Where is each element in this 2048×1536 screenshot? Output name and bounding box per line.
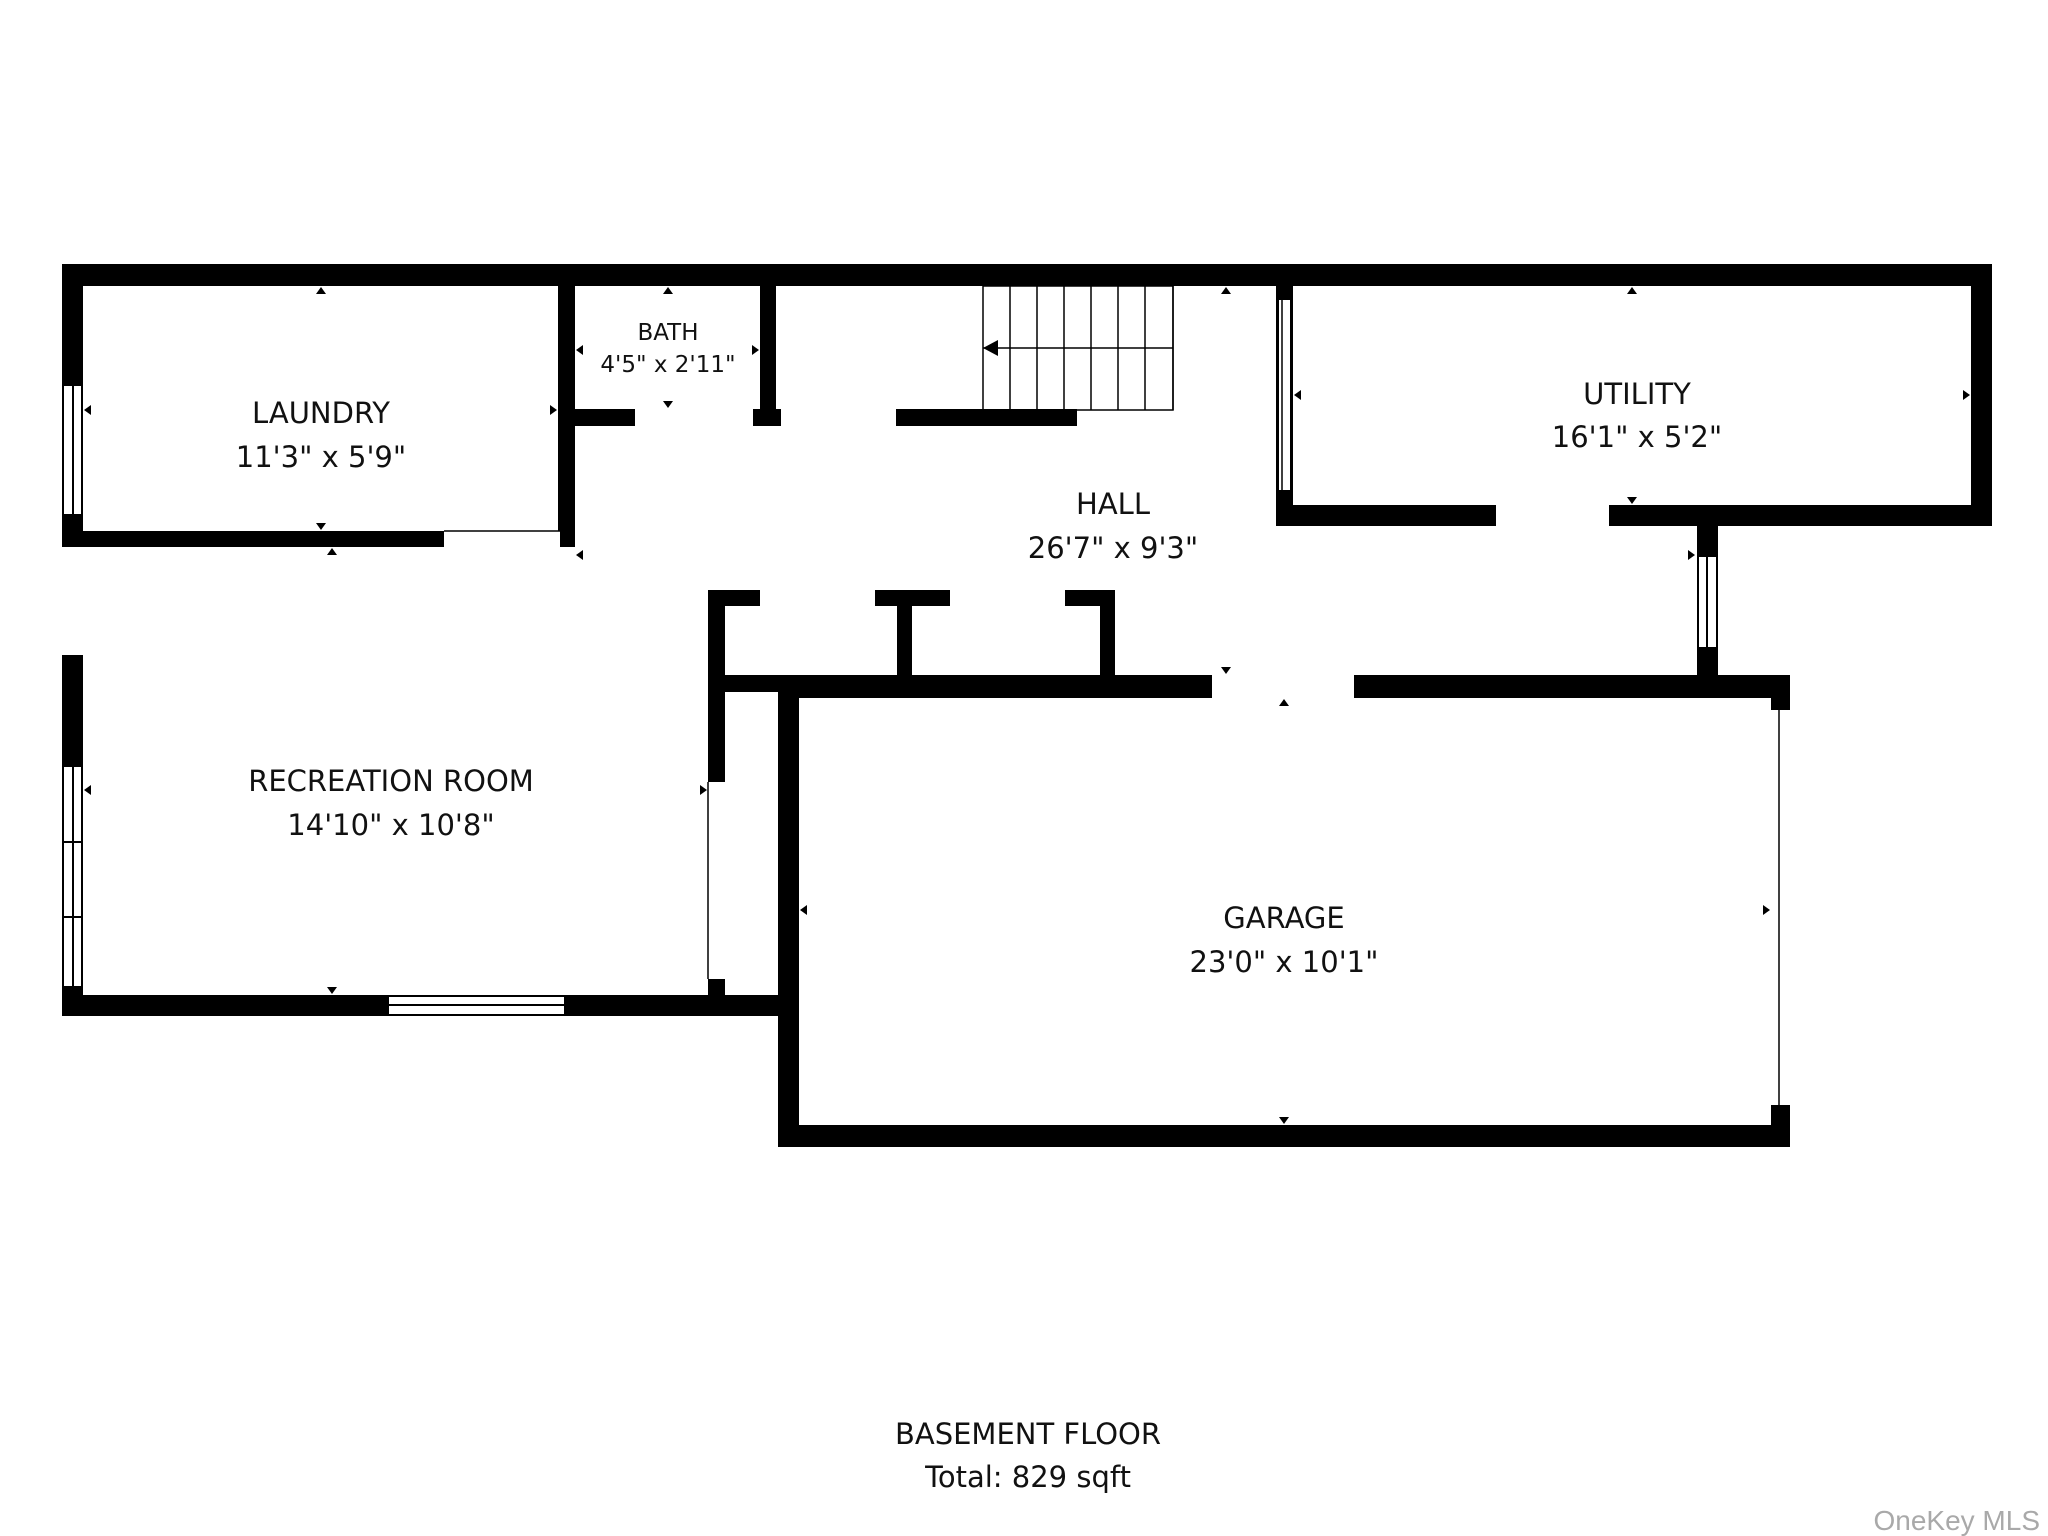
room-dims-utility: 16'1" x 5'2" — [1552, 420, 1722, 454]
room-label-hall: HALL — [1076, 487, 1150, 521]
wall-bath-right — [760, 264, 776, 426]
door-garage — [1212, 675, 1354, 698]
wall-laundry-bottom — [62, 531, 444, 547]
door-rec-left — [62, 547, 83, 655]
room-dims-recreation: 14'10" x 10'8" — [287, 808, 494, 842]
stairs — [982, 285, 1174, 411]
wall-rec-right-upper — [708, 675, 725, 782]
wall-garage-right-upper — [1771, 675, 1790, 710]
wall-right-utility — [1971, 264, 1992, 526]
dimension-ticks — [84, 287, 1970, 1124]
room-label-recreation: RECREATION ROOM — [248, 764, 534, 798]
room-label-bath: BATH — [637, 320, 698, 346]
room-dims-garage: 23'0" x 10'1" — [1190, 945, 1379, 979]
wall-garage-right-lower — [1771, 1105, 1790, 1147]
door-leaves — [444, 300, 1780, 1105]
room-dims-hall: 26'7" x 9'3" — [1028, 531, 1198, 565]
openings — [62, 300, 1790, 1105]
door-closet-2 — [950, 590, 1065, 606]
room-dims-laundry: 11'3" x 5'9" — [236, 440, 406, 474]
door-stairs — [781, 409, 896, 426]
room-label-utility: UTILITY — [1583, 377, 1691, 411]
wall-closet-mid — [897, 590, 912, 685]
floor-total: Total: 829 sqft — [924, 1460, 1131, 1494]
door-garage-right — [1771, 710, 1790, 1105]
door-laundry — [444, 531, 560, 547]
door-utility — [1496, 505, 1609, 526]
door-bath — [635, 409, 753, 426]
wall-garage-bottom — [778, 1125, 1790, 1147]
room-label-laundry: LAUNDRY — [252, 396, 390, 430]
wall-closet-left — [708, 590, 725, 685]
door-closet-1 — [760, 590, 875, 606]
stairs-arrow-icon — [983, 340, 998, 356]
wall-closet-right — [1100, 590, 1115, 685]
room-dims-bath: 4'5" x 2'11" — [600, 352, 735, 378]
wall-utility-bottom — [1276, 505, 1992, 526]
door-utility-side — [1279, 300, 1290, 490]
floor-title: BASEMENT FLOOR — [895, 1417, 1161, 1451]
wall-garage-left — [778, 675, 799, 1147]
wall-top — [62, 264, 1992, 286]
wall-rec-right-lower — [708, 979, 725, 1016]
wall-laundry-right — [558, 264, 575, 547]
room-label-garage: GARAGE — [1223, 901, 1344, 935]
windows — [62, 384, 1718, 1016]
watermark: OneKey MLS — [1873, 1505, 2040, 1536]
